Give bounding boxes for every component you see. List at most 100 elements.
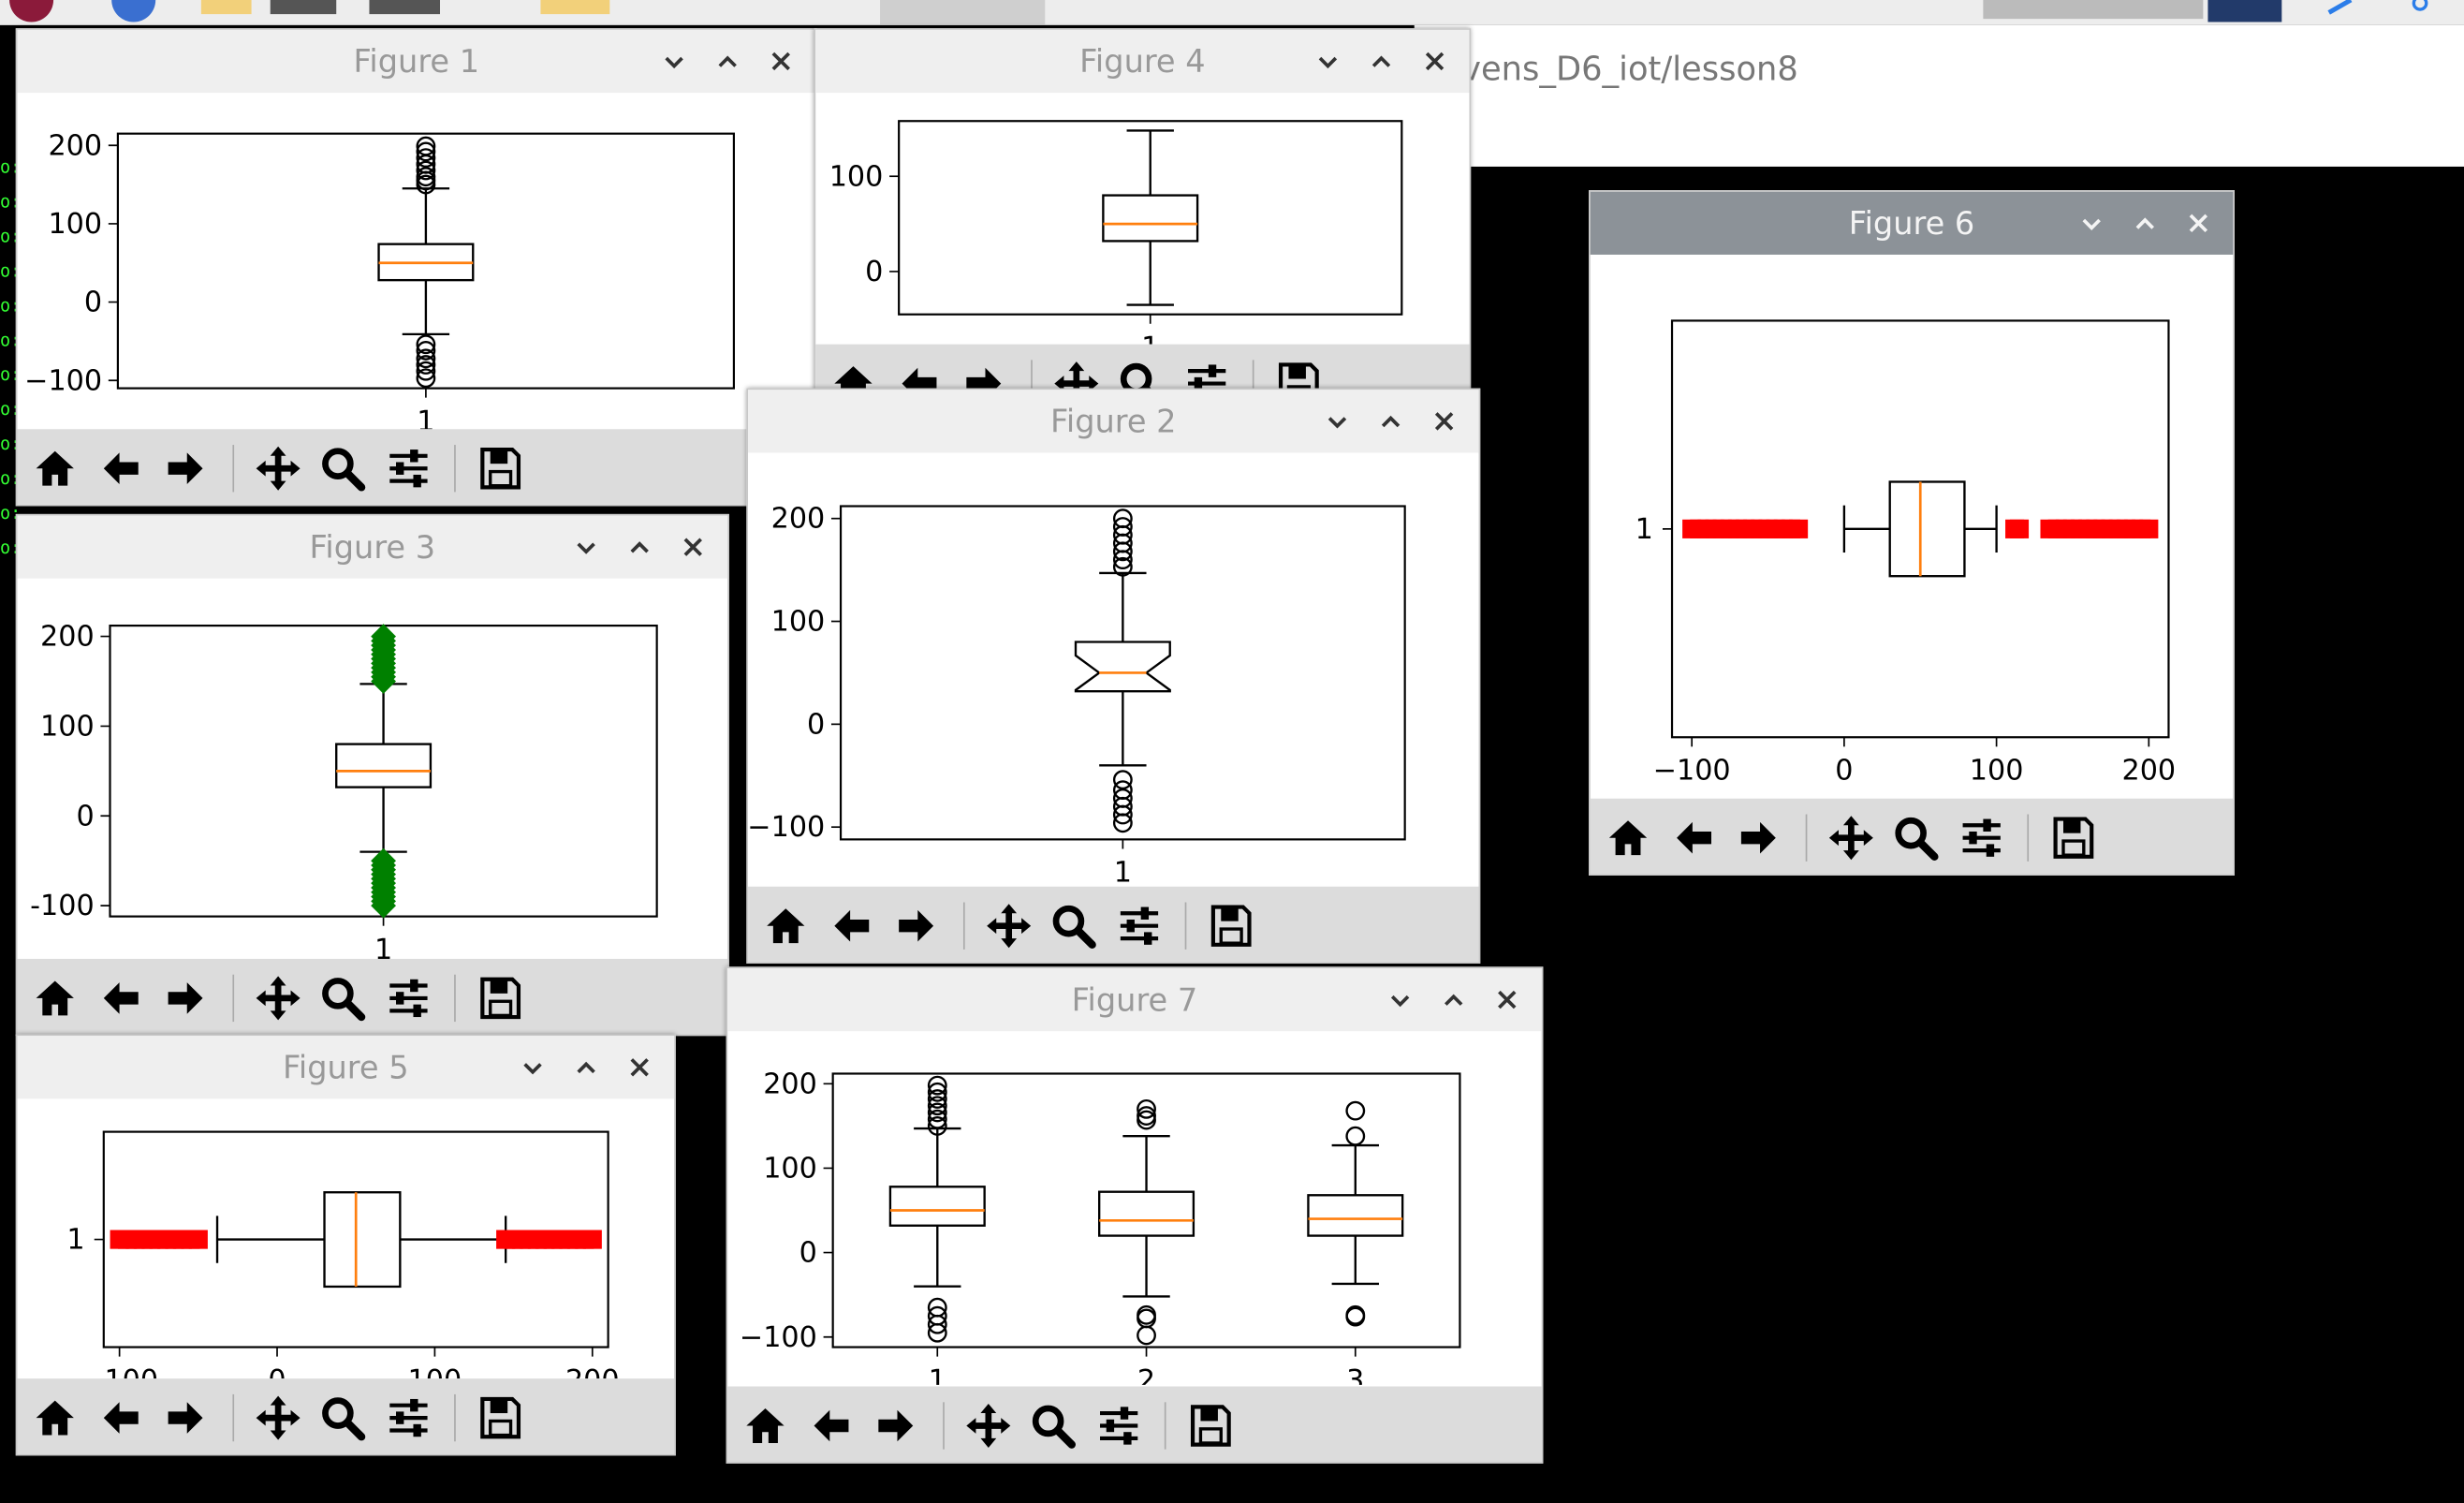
flier-point	[416, 160, 436, 181]
pan-tool-button[interactable]	[1049, 355, 1105, 411]
title-bar[interactable]: Figure 1	[17, 29, 816, 94]
close-button[interactable]	[1485, 978, 1529, 1022]
configure-tool-button[interactable]	[1111, 897, 1167, 953]
zoom-tool-button[interactable]	[1887, 809, 1943, 865]
browser-icon	[111, 0, 156, 22]
minimize-button[interactable]	[2070, 201, 2114, 245]
save-icon	[1190, 1405, 1231, 1447]
zoom-icon	[322, 978, 366, 1022]
toolbar-separator	[1164, 1402, 1166, 1450]
maximize-button[interactable]	[565, 1045, 609, 1089]
save-tool-button[interactable]	[2045, 809, 2101, 865]
home-tool-button[interactable]	[27, 970, 83, 1026]
maximize-button[interactable]	[1359, 39, 1403, 83]
maximize-button[interactable]	[2123, 201, 2167, 245]
flier-point	[1112, 508, 1133, 529]
save-icon	[480, 977, 521, 1020]
close-button[interactable]	[671, 525, 715, 569]
home-tool-button[interactable]	[1600, 809, 1656, 865]
configure-tool-button[interactable]	[380, 440, 436, 496]
x-tick-label: 100	[408, 1364, 462, 1378]
close-button[interactable]	[759, 39, 803, 83]
back-icon	[1677, 821, 1711, 854]
title-bar[interactable]: Figure 7	[727, 968, 1542, 1032]
y-tick-label: 0	[865, 256, 883, 288]
zoom-tool-button[interactable]	[315, 1390, 371, 1446]
flier-point	[1345, 1304, 1366, 1325]
title-bar[interactable]: Figure 2	[748, 390, 1479, 453]
box-body	[335, 743, 433, 788]
forward-tool-button[interactable]	[157, 1390, 213, 1446]
forward-tool-button[interactable]	[157, 440, 213, 496]
back-tool-button[interactable]	[93, 970, 149, 1026]
maximize-button[interactable]	[1369, 399, 1413, 443]
back-tool-button[interactable]	[824, 897, 880, 953]
pan-tool-button[interactable]	[980, 897, 1036, 953]
y-tick-label: 100	[40, 711, 95, 744]
title-bar[interactable]: Figure 6	[1590, 191, 2234, 255]
back-tool-button[interactable]	[803, 1397, 859, 1453]
minimize-button[interactable]	[653, 39, 697, 83]
flier-point	[1112, 788, 1133, 808]
flier-point	[927, 1082, 947, 1102]
home-tool-button[interactable]	[27, 440, 83, 496]
zoom-tool-button[interactable]	[315, 440, 371, 496]
zoom-tool-button[interactable]	[1045, 897, 1101, 953]
save-tool-button[interactable]	[1202, 897, 1258, 953]
home-tool-button[interactable]	[737, 1397, 793, 1453]
minimize-button[interactable]	[1378, 978, 1422, 1022]
save-tool-button[interactable]	[472, 440, 528, 496]
flier-point	[371, 847, 397, 874]
figure-4-window[interactable]: Figure 4 01001	[814, 28, 1472, 421]
forward-tool-button[interactable]	[868, 1397, 924, 1453]
close-button[interactable]	[1422, 399, 1466, 443]
back-tool-button[interactable]	[93, 440, 149, 496]
configure-tool-button[interactable]	[380, 970, 436, 1026]
minimize-button[interactable]	[565, 525, 609, 569]
back-tool-button[interactable]	[1665, 809, 1722, 865]
minimize-button[interactable]	[1306, 39, 1350, 83]
bluetooth-icon	[2327, 0, 2353, 15]
flier-point	[927, 1115, 947, 1136]
home-tool-button[interactable]	[757, 897, 814, 953]
minimize-button[interactable]	[511, 1045, 555, 1089]
pan-tool-button[interactable]	[961, 1397, 1017, 1453]
pan-tool-button[interactable]	[250, 1390, 306, 1446]
close-button[interactable]	[618, 1045, 662, 1089]
save-tool-button[interactable]	[1181, 1397, 1238, 1453]
configure-tool-button[interactable]	[1953, 809, 2009, 865]
title-bar[interactable]: Figure 4	[815, 29, 1470, 94]
title-bar[interactable]: Figure 5	[17, 1036, 675, 1099]
pan-tool-button[interactable]	[1823, 809, 1879, 865]
flier-point	[1137, 1106, 1156, 1126]
zoom-tool-button[interactable]	[1024, 1397, 1080, 1453]
maximize-button[interactable]	[706, 39, 750, 83]
forward-tool-button[interactable]	[887, 897, 944, 953]
y-tick-label: 0	[84, 287, 102, 319]
configure-tool-button[interactable]	[1091, 1397, 1147, 1453]
back-tool-button[interactable]	[93, 1390, 149, 1446]
save-tool-button[interactable]	[472, 1390, 528, 1446]
forward-tool-button[interactable]	[157, 970, 213, 1026]
pan-tool-button[interactable]	[250, 440, 306, 496]
forward-tool-button[interactable]	[1730, 809, 1786, 865]
maximize-button[interactable]	[618, 525, 662, 569]
title-bar[interactable]: Figure 3	[17, 515, 728, 579]
save-tool-button[interactable]	[472, 970, 528, 1026]
maximize-button[interactable]	[1431, 978, 1475, 1022]
x-tick-label: −100	[1653, 755, 1731, 788]
close-button[interactable]	[1413, 39, 1457, 83]
flier-point	[1345, 1126, 1366, 1146]
minimize-button[interactable]	[1315, 399, 1359, 443]
zoom-tool-button[interactable]	[315, 970, 371, 1026]
home-tool-button[interactable]	[27, 1390, 83, 1446]
pan-tool-button[interactable]	[250, 970, 306, 1026]
configure-tool-button[interactable]	[380, 1390, 436, 1446]
close-button[interactable]	[2177, 201, 2221, 245]
